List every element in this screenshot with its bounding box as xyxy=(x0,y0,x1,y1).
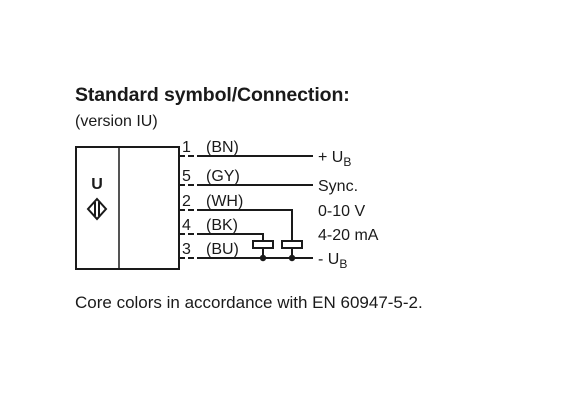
sensor-letter: U xyxy=(91,176,103,193)
pin-dashes xyxy=(179,155,203,259)
diagram-subtitle: (version IU) xyxy=(75,113,158,130)
pin-5-color: (GY) xyxy=(206,168,240,185)
diagram-title: Standard symbol/Connection: xyxy=(75,84,350,106)
pin-1-number: 1 xyxy=(182,139,191,156)
sensor-body xyxy=(75,146,180,270)
pin-2-number: 2 xyxy=(182,193,191,210)
pin-4-number: 4 xyxy=(182,217,191,234)
pin-3-number: 3 xyxy=(182,241,191,258)
pin-5-number: 5 xyxy=(182,168,191,185)
core-colors-note: Core colors in accordance with EN 60947-… xyxy=(75,293,423,312)
junction-dot-1 xyxy=(259,254,267,262)
wire-bk xyxy=(203,233,264,241)
pin-4-color: (BK) xyxy=(206,217,238,234)
supply-plus-label: + UB xyxy=(318,149,351,169)
pin-1-color: (BN) xyxy=(206,139,239,156)
voltage-output-label: 0-10 V xyxy=(318,203,365,220)
pin-3-color: (BU) xyxy=(206,241,239,258)
ultrasonic-symbol-icon xyxy=(86,197,108,221)
load-resistor-1 xyxy=(252,240,274,249)
junction-dot-2 xyxy=(288,254,296,262)
wire-wh xyxy=(203,209,293,241)
supply-minus-label: - UB xyxy=(318,251,347,271)
sync-label: Sync. xyxy=(318,178,358,195)
current-output-label: 4-20 mA xyxy=(318,227,379,244)
pin-2-color: (WH) xyxy=(206,193,243,210)
load-resistor-2 xyxy=(281,240,303,249)
